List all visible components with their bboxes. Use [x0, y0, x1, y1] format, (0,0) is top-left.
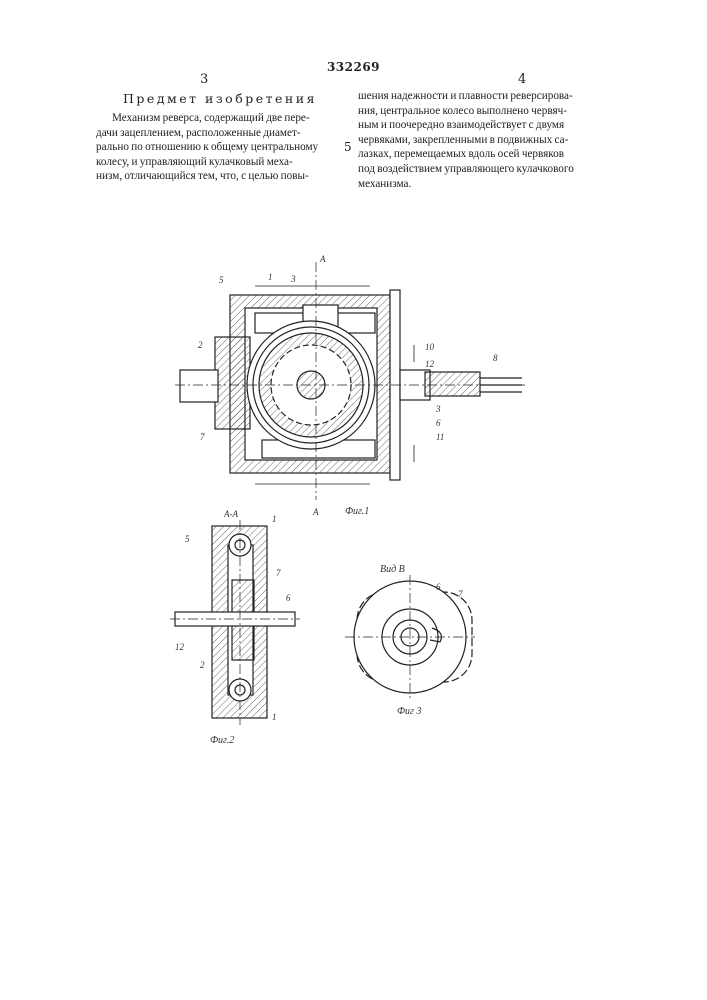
figure-3 — [345, 575, 475, 700]
fig1-label: 6 — [436, 418, 441, 428]
fig2-label: 5 — [185, 534, 190, 544]
fig1-label: 1 — [268, 272, 273, 282]
fig1-label: 5 — [219, 275, 224, 285]
fig2-label: 7 — [276, 568, 281, 578]
patent-number: 332269 — [0, 60, 707, 74]
left-page-number: 3 — [200, 72, 208, 87]
fig1-label: 7 — [200, 432, 205, 442]
text-line: ния, центральное колесо выполнено червяч… — [358, 104, 618, 119]
claims-heading: Предмет изобретения — [100, 91, 340, 106]
fig2-label: 1 — [272, 712, 277, 722]
section-mark-top: А — [319, 254, 326, 264]
text-line: лазках, перемещаемых вдоль осей червяков — [358, 147, 618, 162]
line-number-marker: 5 — [344, 140, 352, 154]
text-line: механизма. — [358, 177, 618, 192]
drawings: 5 1 3 2 7 10 12 8 3 6 11 А А Фиг.1 А-А 1… — [0, 250, 707, 1000]
fig2-label: 2 — [200, 660, 205, 670]
fig1-label: 8 — [493, 353, 498, 363]
fig1-label: 10 — [425, 342, 435, 352]
text-line: дачи зацеплением, расположенные диамет- — [96, 126, 340, 141]
fig3-label: 7 — [458, 589, 463, 599]
right-page-number: 4 — [518, 72, 526, 87]
figure-2 — [170, 520, 300, 725]
fig2-caption: Фиг.2 — [210, 735, 234, 746]
figure-1 — [175, 262, 525, 500]
text-line: под воздействием управляющего кулачковог… — [358, 162, 618, 177]
fig2-label: 6 — [286, 593, 291, 603]
fig1-label: 2 — [198, 340, 203, 350]
text-line: шения надежности и плавности реверсирова… — [358, 89, 618, 104]
section-mark-bottom: А — [312, 507, 319, 517]
text-line: рально по отношению к общему центральном… — [96, 140, 340, 155]
text-line: низм, отличающийся тем, что, с целью пов… — [96, 169, 340, 184]
fig1-label: 3 — [435, 404, 441, 414]
text-line: колесу, и управляющий кулачковый меха- — [96, 155, 340, 170]
fig1-caption: Фиг.1 — [345, 506, 369, 517]
right-column-text: шения надежности и плавности реверсирова… — [358, 89, 618, 191]
fig3-caption: Фиг 3 — [397, 706, 421, 717]
fig2-label: 12 — [175, 642, 185, 652]
section-title: А-А — [223, 509, 238, 519]
fig1-label: 3 — [290, 274, 296, 284]
view-title: Вид В — [380, 564, 405, 575]
fig3-label: 6 — [436, 582, 441, 592]
text-line: ным и поочередно взаимодействует с двумя — [358, 118, 618, 133]
text-line: червяками, закрепленными в подвижных са- — [358, 133, 618, 148]
fig1-label: 12 — [425, 359, 435, 369]
fig1-label: 11 — [436, 432, 444, 442]
text-line: Механизм реверса, содержащий две пере- — [96, 111, 340, 126]
left-column-text: Механизм реверса, содержащий две пере- д… — [96, 111, 340, 184]
fig2-label: 1 — [272, 514, 277, 524]
